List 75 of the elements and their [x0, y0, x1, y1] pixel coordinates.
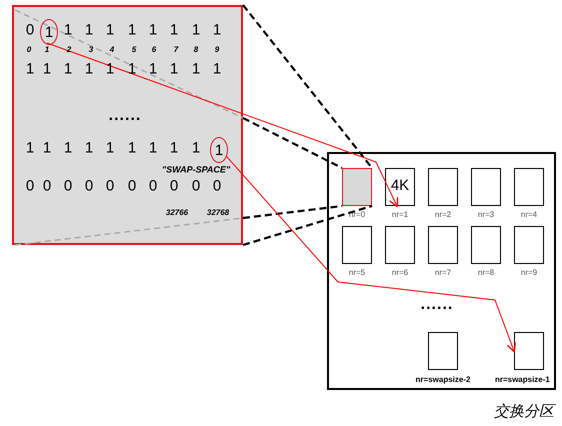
circled-bit: 1 [40, 19, 58, 45]
bit-digit: 1 [148, 22, 158, 38]
index-number: 32766 [166, 209, 188, 217]
index-number: 9 [214, 46, 220, 54]
index-number: 1 [44, 46, 50, 54]
index-number: 8 [194, 46, 198, 54]
bit-digit: 0 [170, 178, 178, 194]
bit-digit: 1 [106, 62, 114, 76]
arrow [46, 42, 398, 208]
bit-digit: 1 [84, 140, 94, 156]
bit-digit: 0 [212, 178, 222, 194]
bit-digit: 0 [148, 178, 158, 194]
bit-digit: 0 [192, 178, 200, 194]
box-label: nr=6 [392, 268, 408, 277]
bit-digit: 1 [192, 22, 200, 38]
ellipsis: ...... [420, 297, 454, 313]
index-number: 6 [152, 46, 156, 54]
box-label: nr=4 [520, 210, 538, 219]
index-number: 0 [26, 46, 32, 54]
bit-digit: 1 [42, 62, 52, 76]
box-label: nr=3 [478, 210, 494, 219]
zoomed-bitmap-panel [12, 5, 243, 245]
bit-digit: 1 [84, 62, 94, 76]
box-label: nr=swapsize-2 [416, 375, 470, 384]
swap-area-title: 交换分区 [494, 402, 554, 421]
bit-digit: 0 [84, 178, 94, 194]
bit-digit: 1 [128, 62, 136, 76]
bit-digit: 1 [170, 22, 178, 38]
bit-digit: 0 [42, 178, 52, 194]
box-label: nr=5 [348, 268, 366, 277]
zoom-line [242, 204, 372, 246]
bit-digit: 0 [64, 178, 72, 194]
bit-digit: 1 [106, 140, 114, 156]
bit-digit: 1 [42, 140, 52, 156]
index-number: 4 [110, 46, 114, 54]
index-number: 5 [132, 46, 136, 54]
bit-digit: 1 [148, 62, 158, 76]
box-label: nr=8 [478, 268, 494, 277]
swap-space-tag: "SWAP-SPACE" [162, 166, 230, 174]
bit-digit: 1 [170, 140, 178, 156]
bit-digit: 1 [192, 140, 200, 156]
bit-digit: 1 [26, 140, 34, 156]
bit-digit: 1 [64, 140, 72, 156]
bit-digit: 1 [64, 22, 72, 38]
zoom-line [242, 4, 373, 169]
bit-digit: 1 [212, 62, 222, 76]
box-label: nr=9 [520, 268, 538, 277]
bit-digit: 1 [128, 140, 136, 156]
zoom-line [242, 117, 342, 169]
arrow [226, 155, 516, 353]
page-size-text: 4K [390, 177, 410, 194]
box-label: nr=7 [434, 268, 452, 277]
bit-digit: 0 [128, 178, 136, 194]
box-label: nr=2 [434, 210, 452, 219]
bit-digit: 0 [26, 22, 34, 38]
bit-digit: 1 [212, 22, 222, 38]
bit-digit: 0 [106, 178, 114, 194]
bit-digit: 0 [26, 178, 34, 194]
bit-digit: 1 [148, 140, 158, 156]
index-number: 3 [88, 46, 94, 54]
box-label: nr=0 [348, 210, 366, 219]
bit-digit: 1 [106, 22, 114, 38]
box-label: nr=1 [392, 210, 408, 219]
bit-digit: 1 [84, 22, 94, 38]
zoom-line [242, 204, 342, 220]
ellipsis: ...... [108, 108, 142, 124]
bit-digit: 1 [192, 62, 200, 76]
bit-digit: 1 [170, 62, 178, 76]
bit-digit: 1 [64, 62, 72, 76]
index-number: 32768 [206, 209, 230, 217]
box-label: nr=swapsize-1 [494, 375, 550, 384]
circled-bit: 1 [210, 137, 228, 163]
bit-digit: 1 [128, 22, 136, 38]
bit-digit: 1 [26, 62, 34, 76]
index-number: 7 [174, 46, 178, 54]
